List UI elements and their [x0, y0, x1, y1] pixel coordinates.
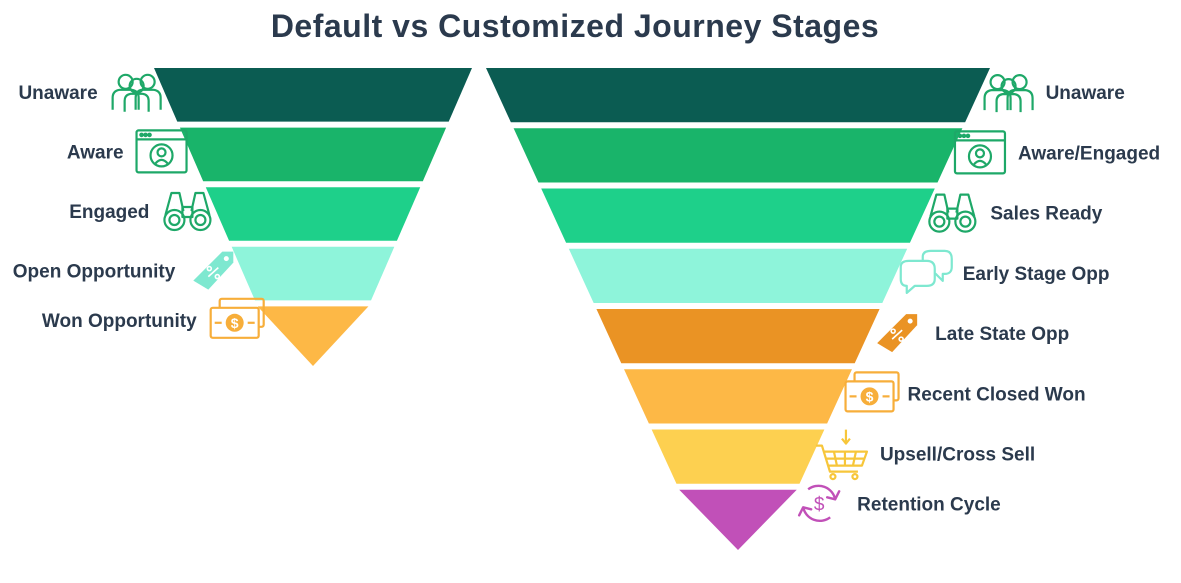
- binoculars-icon: [163, 191, 212, 232]
- custom-stage-label-7: Upsell/Cross Sell: [880, 445, 1035, 466]
- custom-segment-3: [541, 188, 935, 243]
- default-stage-label-1: Unaware: [18, 83, 97, 104]
- custom-segment-4: [568, 248, 908, 303]
- custom-segment-5: [596, 309, 880, 364]
- default-stage-label-2: Aware: [67, 142, 124, 163]
- default-segment-4: [231, 246, 395, 301]
- custom-stage-label-3: Sales Ready: [990, 204, 1102, 225]
- people-icon: [111, 73, 162, 113]
- price-tag-icon: [192, 250, 235, 291]
- dollar-cycle-icon: [797, 484, 841, 523]
- custom-stage-label-5: Late State Opp: [935, 324, 1069, 345]
- browser-user-icon: [953, 130, 1007, 175]
- binoculars-icon: [928, 193, 977, 233]
- custom-stage-label-4: Early Stage Opp: [963, 264, 1110, 285]
- money-icon: [209, 297, 265, 339]
- price-tag-icon: [876, 313, 918, 353]
- default-stage-label-4: Open Opportunity: [13, 262, 176, 283]
- custom-stage-label-2: Aware/Engaged: [1018, 143, 1160, 164]
- default-stage-label-3: Engaged: [69, 202, 149, 223]
- custom-segment-6: [624, 369, 852, 424]
- custom-segment-7: [651, 429, 825, 484]
- shopping-cart-icon: [814, 428, 869, 481]
- default-stage-label-5: Won Opportunity: [42, 311, 197, 332]
- default-segment-1: [154, 68, 472, 122]
- default-segment-3: [205, 187, 421, 241]
- people-icon: [983, 74, 1034, 114]
- custom-stage-label-6: Recent Closed Won: [908, 384, 1086, 405]
- default-segment-5: [257, 306, 369, 366]
- chat-bubbles-icon: [899, 249, 953, 294]
- custom-stage-label-1: Unaware: [1046, 83, 1125, 104]
- custom-segment-2: [513, 128, 963, 183]
- custom-segment-1: [486, 68, 990, 123]
- browser-user-icon: [135, 129, 188, 174]
- custom-segment-8: [679, 489, 797, 550]
- default-segment-2: [179, 127, 447, 182]
- custom-stage-label-8: Retention Cycle: [857, 494, 1001, 515]
- money-icon: [844, 371, 900, 413]
- page-title: Default vs Customized Journey Stages: [270, 8, 880, 44]
